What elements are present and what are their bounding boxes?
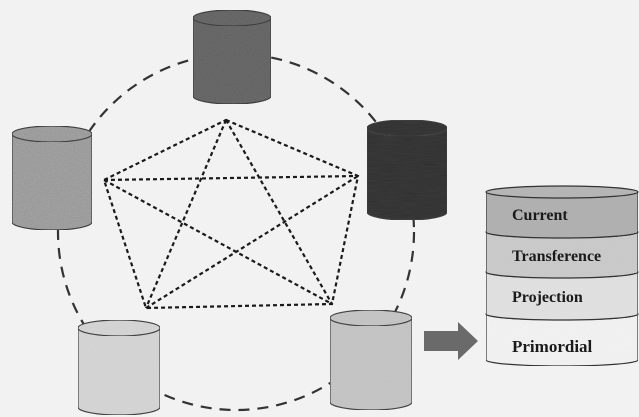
database-cylinder-right-icon: [366, 119, 448, 221]
database-cylinder-top-icon: [192, 9, 272, 105]
database-cylinders: [11, 9, 448, 416]
star-line-3: [103, 174, 359, 182]
pentagon-outline: [102, 118, 360, 310]
database-cylinder-bottom-right-icon: [329, 309, 413, 411]
star-line-1: [225, 119, 333, 305]
database-cylinder-left-icon: [11, 125, 93, 231]
star-line-4: [103, 179, 333, 305]
layer-label: Transference: [512, 248, 601, 265]
layer-label: Current: [512, 207, 568, 224]
memory-layer-stack: Primordial Projection Transference Current: [485, 185, 639, 367]
layer-label: Primordial: [512, 337, 593, 356]
right-arrow-icon: [424, 322, 478, 360]
star-line-5: [145, 175, 359, 309]
layer-label: Projection: [512, 289, 583, 306]
layer-current: Current: [485, 185, 639, 239]
network-lines: [102, 118, 360, 310]
star-line-2: [144, 119, 228, 309]
database-cylinder-bottom-left-icon: [77, 319, 161, 416]
